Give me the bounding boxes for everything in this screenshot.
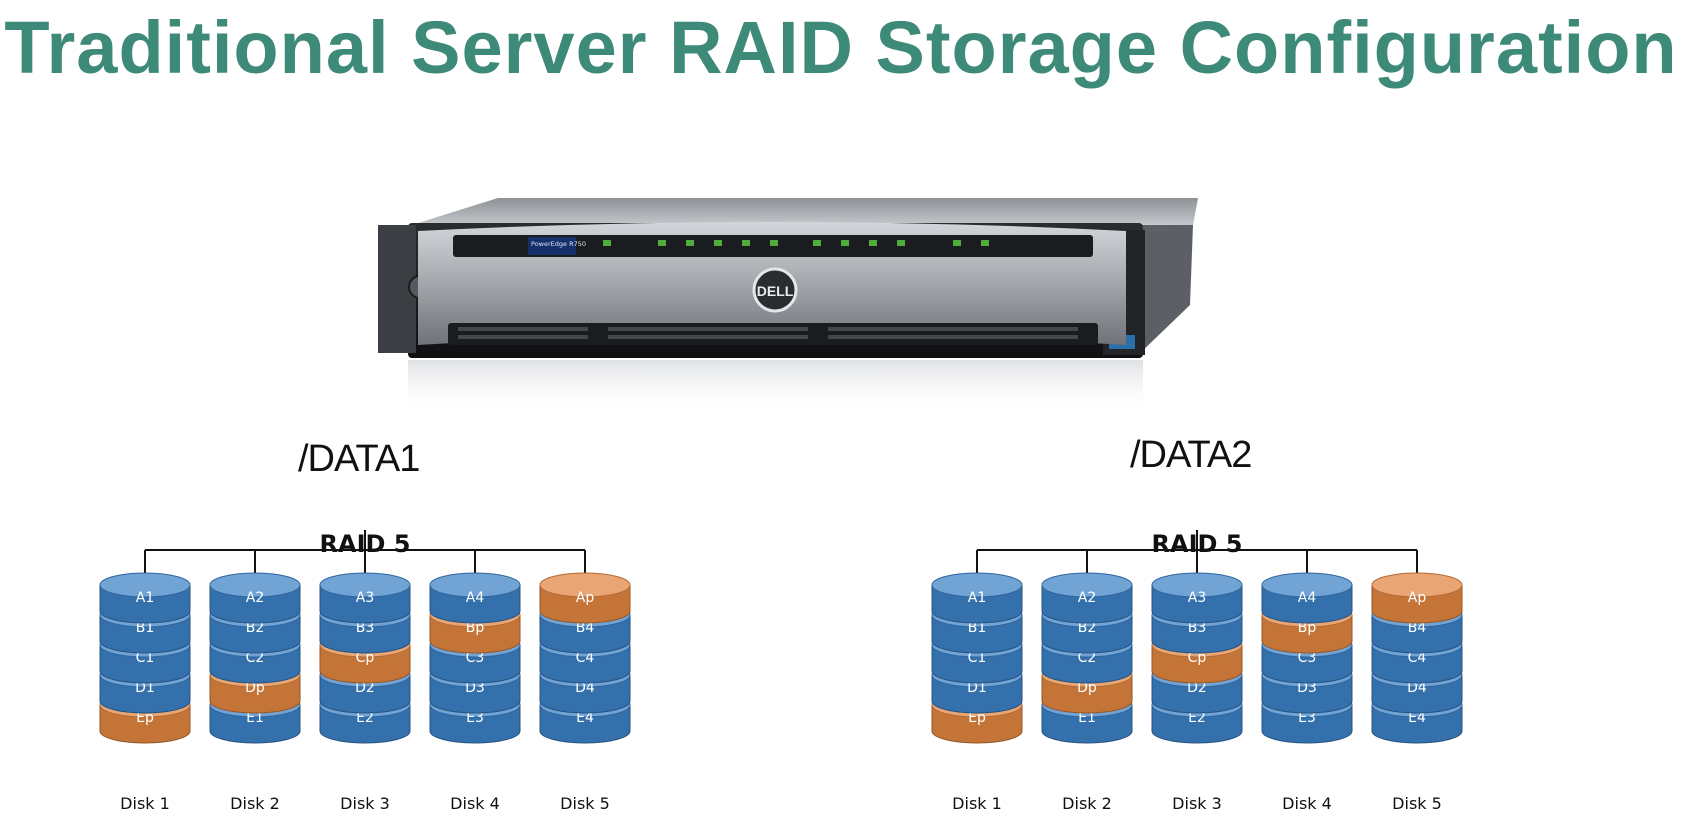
block-label: C2	[246, 650, 265, 666]
disk-label: Disk 2	[230, 794, 280, 813]
volume-label-data2: /DATA2	[1130, 434, 1252, 476]
data-block: A4	[429, 572, 521, 624]
block-label: Cp	[1188, 650, 1207, 666]
block-label: Ep	[968, 710, 986, 726]
block-label: Dp	[1077, 680, 1097, 696]
block-label: B2	[1078, 620, 1097, 636]
block-label: B3	[1188, 620, 1207, 636]
disk-label: Disk 1	[120, 794, 170, 813]
block-label: B1	[136, 620, 155, 636]
block-label: B1	[968, 620, 987, 636]
block-label: Ep	[136, 710, 154, 726]
block-label: A1	[136, 590, 154, 606]
block-label: D4	[1407, 680, 1427, 696]
block-label: D2	[355, 680, 375, 696]
block-label: A3	[356, 590, 374, 606]
block-label: C4	[1408, 650, 1427, 666]
parity-block: Ap	[539, 572, 631, 624]
block-label: Ap	[576, 590, 595, 606]
block-label: A1	[968, 590, 986, 606]
block-label: A3	[1188, 590, 1206, 606]
block-label: Ap	[1408, 590, 1427, 606]
block-label: C1	[968, 650, 987, 666]
block-label: A2	[1078, 590, 1096, 606]
block-label: B2	[246, 620, 265, 636]
disk-stack: E4 D4 C4 B4 Ap	[1371, 572, 1463, 744]
disk-label: Disk 5	[1392, 794, 1442, 813]
block-label: C4	[576, 650, 595, 666]
disk-stack: E2 D2 Cp B3 A3	[1151, 572, 1243, 744]
data-block: A3	[1151, 572, 1243, 624]
block-label: E3	[1298, 710, 1316, 726]
block-label: Cp	[356, 650, 375, 666]
disk-stack: Ep D1 C1 B1 A1	[931, 572, 1023, 744]
block-label: D3	[1297, 680, 1317, 696]
block-label: B4	[576, 620, 595, 636]
block-label: E4	[1408, 710, 1426, 726]
block-label: B4	[1408, 620, 1427, 636]
block-label: C3	[466, 650, 485, 666]
block-label: C2	[1078, 650, 1097, 666]
disk-stack: E3 D3 C3 Bp A4	[429, 572, 521, 744]
dell-logo	[752, 267, 798, 313]
disk-label: Disk 3	[340, 794, 390, 813]
data-block: A2	[1041, 572, 1133, 624]
data-block: A1	[99, 572, 191, 624]
disk-label: Disk 1	[952, 794, 1002, 813]
data-block: A3	[319, 572, 411, 624]
block-label: E1	[246, 710, 264, 726]
disk-stack: E1 Dp C2 B2 A2	[209, 572, 301, 744]
block-label: A2	[246, 590, 264, 606]
disk-stack: Ep D1 C1 B1 A1	[99, 572, 191, 744]
parity-block: Ap	[1371, 572, 1463, 624]
disk-label: Disk 3	[1172, 794, 1222, 813]
block-label: C3	[1298, 650, 1317, 666]
block-label: B3	[356, 620, 375, 636]
svg-text:DELL: DELL	[757, 283, 794, 299]
disk-stack: E3 D3 C3 Bp A4	[1261, 572, 1353, 744]
block-label: E1	[1078, 710, 1096, 726]
data-block: A2	[209, 572, 301, 624]
block-label: E4	[576, 710, 594, 726]
block-label: Dp	[245, 680, 265, 696]
data-block: A4	[1261, 572, 1353, 624]
block-label: D3	[465, 680, 485, 696]
disk-label: Disk 2	[1062, 794, 1112, 813]
block-label: E2	[356, 710, 374, 726]
block-label: D1	[967, 680, 987, 696]
disk-label: Disk 4	[1282, 794, 1332, 813]
block-label: Bp	[1298, 620, 1317, 636]
disk-stack: E4 D4 C4 B4 Ap	[539, 572, 631, 744]
block-label: D2	[1187, 680, 1207, 696]
page-title: Traditional Server RAID Storage Configur…	[4, 6, 1678, 89]
block-label: D1	[135, 680, 155, 696]
block-label: D4	[575, 680, 595, 696]
server-image: PowerEdge R750 DELL	[378, 198, 1198, 415]
data-block: A1	[931, 572, 1023, 624]
svg-text:PowerEdge R750: PowerEdge R750	[531, 240, 586, 248]
disk-label: Disk 4	[450, 794, 500, 813]
disk-label: Disk 5	[560, 794, 610, 813]
block-label: C1	[136, 650, 155, 666]
block-label: Bp	[466, 620, 485, 636]
disk-stack: E1 Dp C2 B2 A2	[1041, 572, 1133, 744]
volume-label-data1: /DATA1	[298, 438, 420, 480]
block-label: E2	[1188, 710, 1206, 726]
block-label: A4	[1298, 590, 1317, 606]
disk-stack: E2 D2 Cp B3 A3	[319, 572, 411, 744]
block-label: A4	[466, 590, 485, 606]
block-label: E3	[466, 710, 484, 726]
